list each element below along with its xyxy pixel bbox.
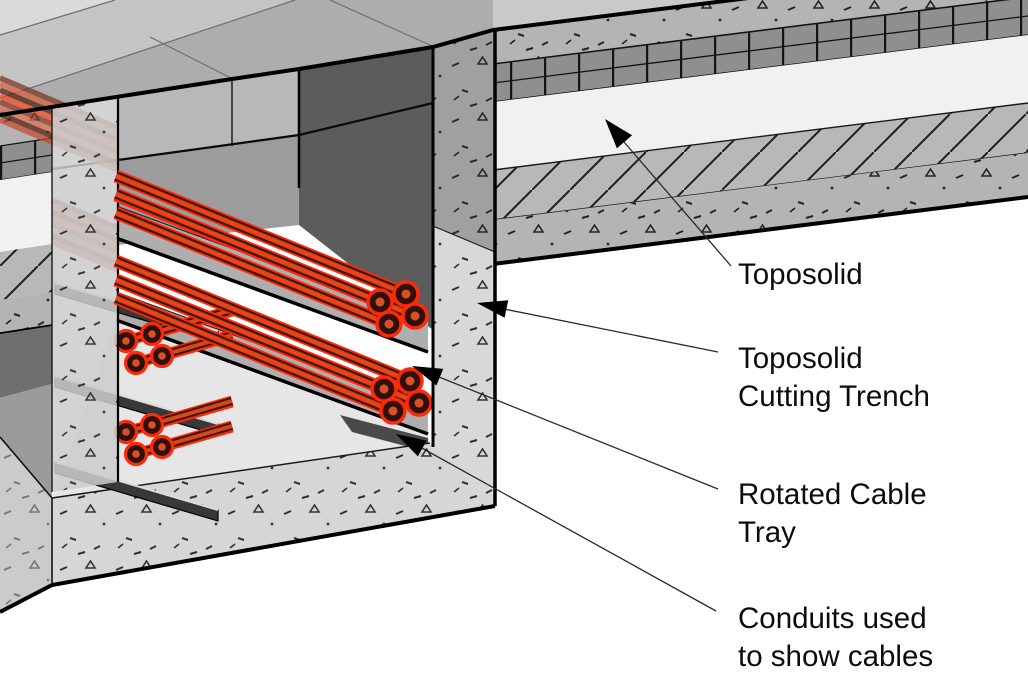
conduit-stub-bundle-2 — [113, 395, 234, 467]
leader-toposolid — [623, 141, 732, 267]
arrowhead-cable-tray — [412, 366, 444, 386]
label-cutting-trench-line2: Cutting Trench — [738, 380, 930, 413]
trench-wall-left-column — [51, 97, 120, 492]
label-toposolid: Toposolid — [738, 258, 863, 291]
conduit-run-lower-ends — [370, 367, 433, 425]
annotation-arrowheads — [396, 119, 633, 457]
arrowhead-conduits — [396, 434, 427, 457]
layer-hatch-lines — [493, 103, 1028, 220]
toposolid-slab-left — [0, 107, 53, 498]
trench-wall-right-column — [431, 31, 497, 506]
leader-cable-tray — [438, 376, 719, 490]
label-cable-tray-line1: Rotated Cable — [738, 478, 927, 511]
rim-face — [118, 69, 299, 160]
layer-base-left-speckle — [0, 292, 52, 334]
annotation-labels: Toposolid Toposolid Cutting Trench Rotat… — [738, 258, 933, 673]
top-surface-grid-lines — [0, 0, 433, 99]
slab-top-edge — [492, 0, 749, 32]
conduit-run-lower — [113, 254, 433, 425]
layer-grid-midline — [492, 15, 1028, 84]
pit-shadow-dark — [299, 47, 433, 330]
arrowhead-toposolid — [605, 119, 633, 149]
label-conduits-line2: to show cables — [738, 640, 933, 673]
layer-hatch-left-lines — [0, 244, 52, 300]
tray-upper-front-rail — [115, 236, 429, 354]
label-cutting-trench-line1: Toposolid — [738, 342, 863, 375]
toposolid-slab-right — [492, 0, 1028, 266]
leader-conduits — [419, 446, 717, 612]
label-conduits-line1: Conduits used — [738, 602, 927, 635]
tray-lower-front-rail — [115, 318, 429, 436]
conduit-ends-1 — [113, 321, 175, 376]
conduit-run-upper-ends — [366, 280, 429, 338]
layer-white-left — [0, 172, 52, 252]
arrowhead-cutting-trench — [477, 300, 509, 318]
annotation-leaders — [419, 141, 732, 612]
right-wall-shade-boundary — [432, 225, 496, 253]
right-wall-lower-speckle — [433, 226, 495, 506]
under-slab-shadow — [0, 326, 52, 398]
layer-base-speckle — [493, 153, 1028, 264]
trench-left-corner-edges — [0, 436, 53, 585]
wall-column-speckle — [52, 97, 118, 492]
trench-front-wall-speckle — [52, 443, 495, 585]
leader-cutting-trench — [503, 308, 719, 353]
trench-rim-top-edge — [0, 28, 494, 117]
slab-bottom-edge — [492, 195, 1028, 266]
conduit-run-upper — [113, 169, 429, 338]
label-cable-tray-line2: Tray — [738, 516, 796, 549]
layer-grid-joints — [493, 0, 1028, 102]
right-wall-upper-speckle — [433, 31, 495, 252]
trench-left-outer-upper — [0, 384, 52, 498]
trench-left-side-speckle — [0, 437, 52, 612]
